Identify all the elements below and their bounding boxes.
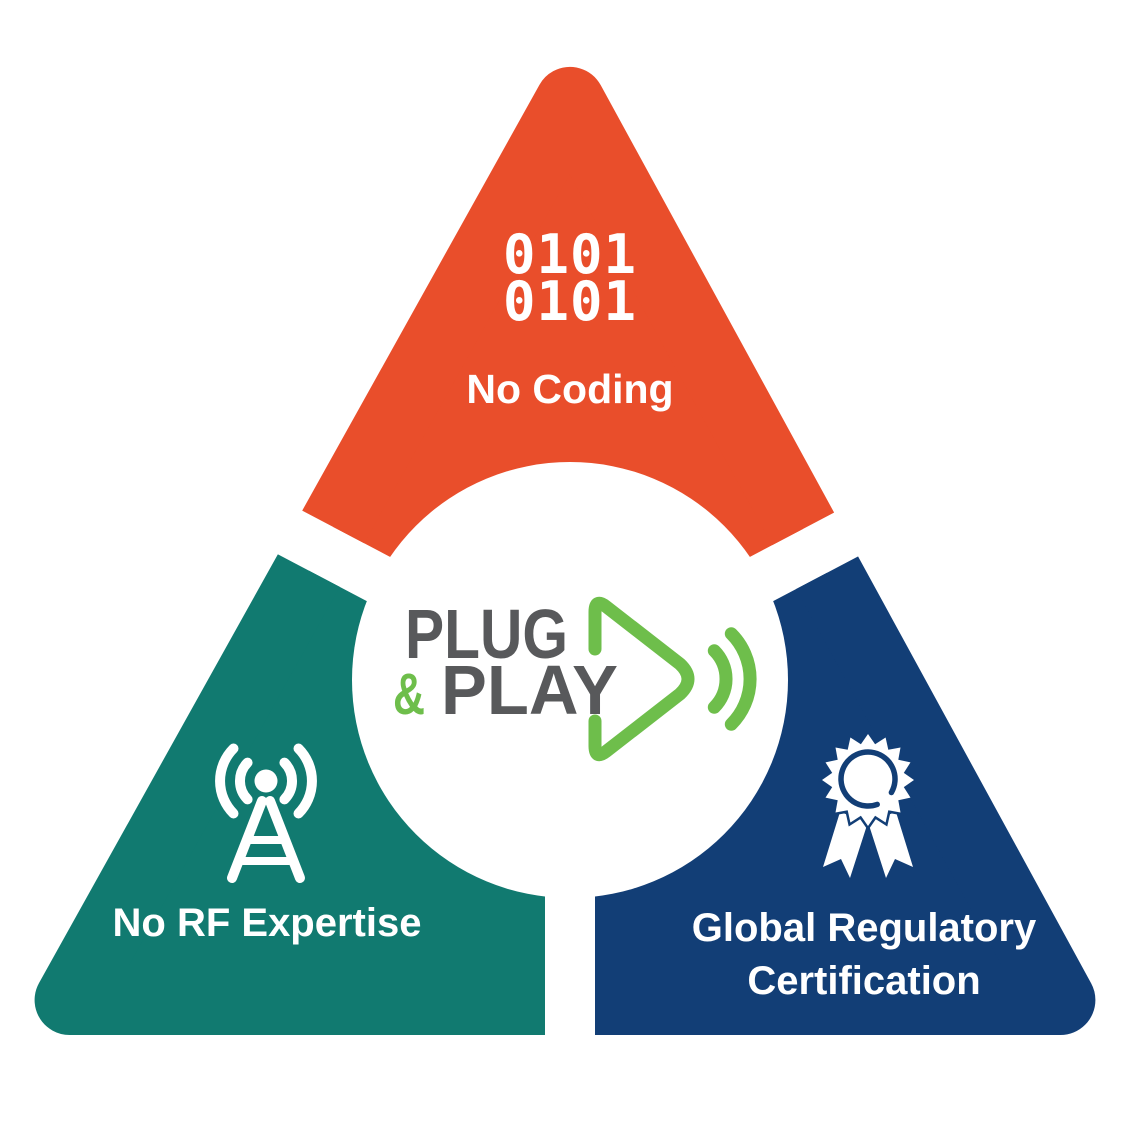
signal-wave-inner-icon [707, 644, 733, 714]
antenna-wave-left-inner [234, 757, 253, 805]
radio-antenna-icon [215, 743, 317, 883]
segment-left-label: No RF Expertise [112, 901, 422, 945]
badge-ribbon-right [868, 812, 913, 878]
binary-line-2: 0101 [502, 270, 638, 333]
segment-right-label: Global Regulatory Certification [624, 902, 1104, 1008]
segment-top-label: No Coding [466, 366, 674, 412]
logo-word-play: PLAY [441, 651, 618, 729]
segment-right-label-line2: Certification [747, 959, 981, 1003]
antenna-wave-right-outer [293, 743, 317, 819]
antenna-wave-left-outer [215, 743, 239, 819]
award-seal [817, 729, 919, 831]
certification-badge-icon [817, 729, 919, 878]
binary-code-text: 0101 0101 [0, 223, 1140, 333]
award-seal-ring [838, 749, 898, 809]
center-circle [352, 462, 788, 898]
signal-wave-outer-icon [724, 627, 757, 731]
segment-right-label-line1: Global Regulatory [691, 906, 1037, 950]
plug-play-logo: PLUG & PLAY [393, 595, 757, 762]
binary-line-1: 0101 [502, 223, 638, 286]
badge-ribbon-left [823, 812, 868, 878]
logo-word-plug: PLUG [405, 595, 568, 673]
antenna-dot [254, 769, 278, 793]
logo-ampersand: & [393, 662, 425, 727]
play-triangle-icon [588, 596, 695, 762]
antenna-wave-right-inner [279, 757, 298, 805]
